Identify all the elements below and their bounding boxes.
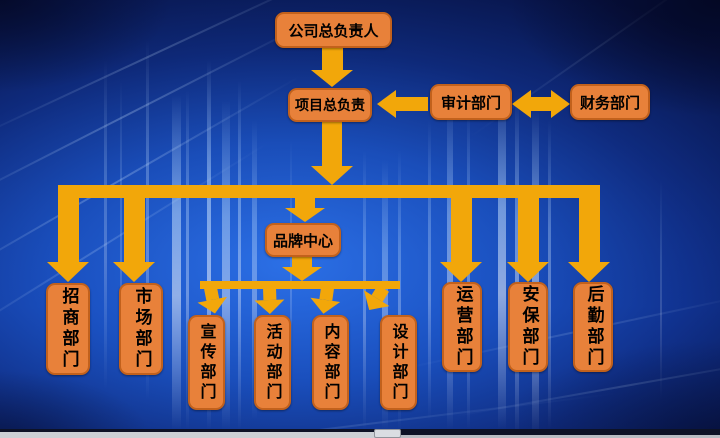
node-dept-shichang-label: 市场部门 xyxy=(131,287,152,371)
node-dept-sheji-label: 设计部门 xyxy=(389,322,409,403)
node-dept-neirong: 内容部门 xyxy=(312,315,349,410)
connector-company-to-project-shaft xyxy=(322,48,343,72)
drop-brand-head xyxy=(285,208,325,222)
drop-shichang-shaft xyxy=(124,197,145,263)
node-dept-shichang: 市场部门 xyxy=(119,283,163,375)
drop-neirong-arrow xyxy=(308,286,342,316)
connector-audit-to-project-shaft xyxy=(396,97,428,111)
node-dept-zhaoshang: 招商部门 xyxy=(46,283,90,375)
connector-brand-to-bar-head xyxy=(282,267,322,281)
node-brand-center: 品牌中心 xyxy=(265,223,341,257)
connector-audit-finance-head-right xyxy=(551,90,570,118)
node-project-head: 项目总负责 xyxy=(288,88,372,122)
drop-brand-shaft xyxy=(295,197,315,209)
node-finance-dept: 财务部门 xyxy=(570,84,650,120)
node-company-head-label: 公司总负责人 xyxy=(288,21,379,40)
connector-project-to-bar-shaft xyxy=(322,121,342,167)
node-project-head-label: 项目总负责 xyxy=(295,98,365,114)
node-dept-anbao-label: 安保部门 xyxy=(518,285,539,369)
connector-project-to-bar-head xyxy=(311,166,353,185)
node-dept-xuanchuan: 宣传部门 xyxy=(188,315,225,410)
distribution-bar-level2 xyxy=(200,281,400,289)
node-company-head: 公司总负责人 xyxy=(275,12,392,48)
node-dept-sheji: 设计部门 xyxy=(380,315,417,410)
distribution-bar-level1 xyxy=(58,185,600,198)
connector-audit-finance-head-left xyxy=(512,90,531,118)
connector-audit-finance-shaft xyxy=(530,97,552,111)
scrollbar-filled-portion xyxy=(0,432,400,438)
node-dept-zhaoshang-label: 招商部门 xyxy=(58,287,79,371)
connector-audit-to-project-head xyxy=(377,90,396,118)
drop-zhaoshang-shaft xyxy=(58,197,79,263)
drop-zhaoshang-head xyxy=(47,262,89,282)
node-dept-houqin-label: 后勤部门 xyxy=(583,285,604,369)
drop-shichang-head xyxy=(113,262,155,282)
node-dept-xuanchuan-label: 宣传部门 xyxy=(197,322,217,403)
node-audit-dept-label: 审计部门 xyxy=(440,93,501,112)
node-dept-houqin: 后勤部门 xyxy=(573,282,613,372)
node-dept-anbao: 安保部门 xyxy=(508,282,548,372)
node-dept-yunying: 运营部门 xyxy=(442,282,482,372)
drop-houqin-head xyxy=(568,262,610,282)
node-dept-neirong-label: 内容部门 xyxy=(321,322,341,403)
node-audit-dept: 审计部门 xyxy=(430,84,512,120)
drop-houqin-shaft xyxy=(579,197,600,263)
drop-anbao-head xyxy=(507,262,549,282)
scrollbar-thumb[interactable] xyxy=(374,429,401,438)
node-finance-dept-label: 财务部门 xyxy=(579,93,640,112)
connector-brand-to-bar-shaft xyxy=(292,256,312,268)
node-dept-huodong-label: 活动部门 xyxy=(263,322,283,403)
node-brand-center-label: 品牌中心 xyxy=(272,231,333,250)
drop-huodong-arrow xyxy=(254,287,285,315)
node-dept-yunying-label: 运营部门 xyxy=(452,285,473,369)
drop-yunying-head xyxy=(440,262,482,282)
drop-yunying-shaft xyxy=(451,197,472,263)
drop-anbao-shaft xyxy=(518,197,539,263)
node-dept-huodong: 活动部门 xyxy=(254,315,291,410)
connector-company-to-project-head xyxy=(311,70,353,87)
scrollbar-bottom-edge xyxy=(400,435,720,438)
